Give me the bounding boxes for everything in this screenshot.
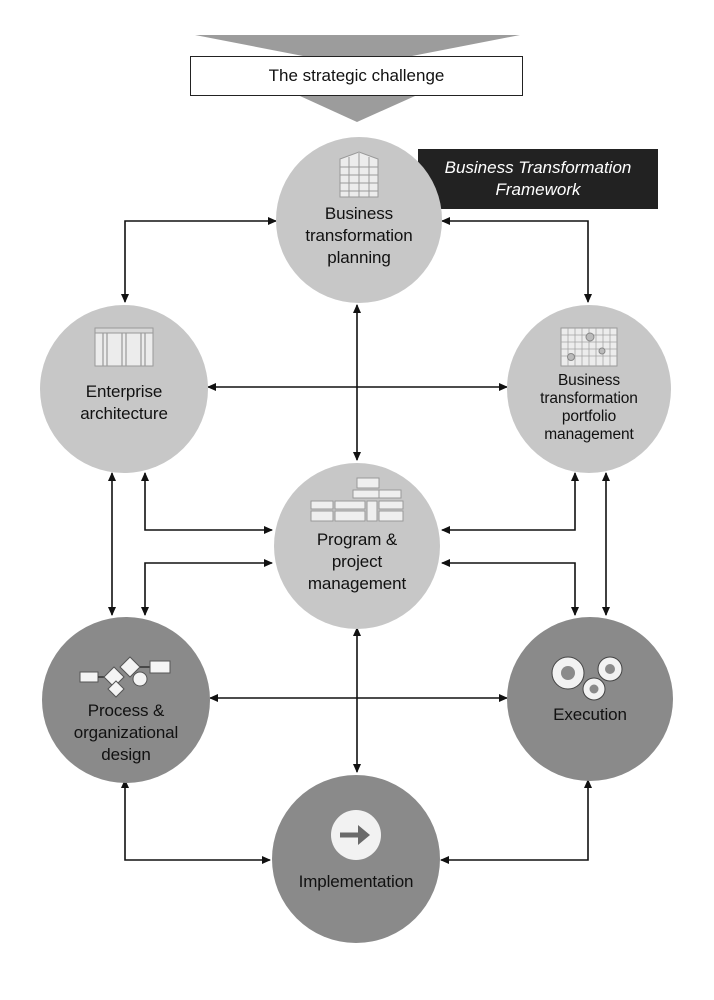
arrow-execution-implementation bbox=[440, 779, 592, 864]
node-enterprise-architecture: Enterprise architecture bbox=[40, 305, 208, 473]
arrow-planning-portfolio bbox=[441, 217, 592, 303]
arrow-enterprise-program bbox=[141, 472, 273, 534]
arrow-right-circle-icon bbox=[331, 810, 381, 860]
framework-title-line2: Framework bbox=[495, 180, 581, 199]
node-implementation: Implementation bbox=[272, 775, 440, 943]
strategic-challenge-box: The strategic challenge bbox=[190, 56, 523, 96]
node-label-planning: Business transformation planning bbox=[305, 204, 413, 267]
gears-icon bbox=[551, 656, 623, 701]
node-business-transformation-planning: Business transformation planning bbox=[276, 137, 442, 303]
node-label-execution: Execution bbox=[553, 705, 627, 724]
columns-icon bbox=[94, 327, 154, 367]
node-label-implementation: Implementation bbox=[298, 872, 414, 891]
node-portfolio-management: Business transformation portfolio manage… bbox=[507, 305, 671, 473]
node-label-portfolio: Business transformation portfolio manage… bbox=[540, 372, 638, 443]
gantt-chart-icon bbox=[310, 477, 404, 522]
framework-banner: Business Transformation Framework bbox=[418, 149, 658, 209]
node-label-program: Program & project management bbox=[307, 530, 407, 593]
node-label-process: Process & organizational design bbox=[73, 701, 179, 764]
connector-arrows bbox=[108, 217, 610, 864]
node-program-project-management: Program & project management bbox=[274, 463, 440, 629]
node-label-enterprise: Enterprise architecture bbox=[80, 382, 168, 423]
arrow-process-implementation bbox=[121, 779, 271, 864]
framework-title-line1: Business Transformation bbox=[444, 158, 632, 177]
funnel-bottom bbox=[300, 96, 415, 122]
node-process-organizational-design: Process & organizational design bbox=[42, 617, 210, 783]
process-flow-icon bbox=[79, 656, 171, 698]
portfolio-grid-icon bbox=[560, 327, 618, 367]
building-grid-icon bbox=[339, 151, 379, 198]
arrow-portfolio-program bbox=[441, 472, 579, 534]
arrow-program-process bbox=[141, 559, 273, 616]
funnel-top bbox=[195, 35, 520, 56]
arrow-planning-enterprise bbox=[121, 217, 277, 303]
strategic-challenge-label: The strategic challenge bbox=[268, 66, 445, 85]
node-execution: Execution bbox=[507, 617, 673, 781]
arrow-program-execution bbox=[441, 559, 579, 616]
